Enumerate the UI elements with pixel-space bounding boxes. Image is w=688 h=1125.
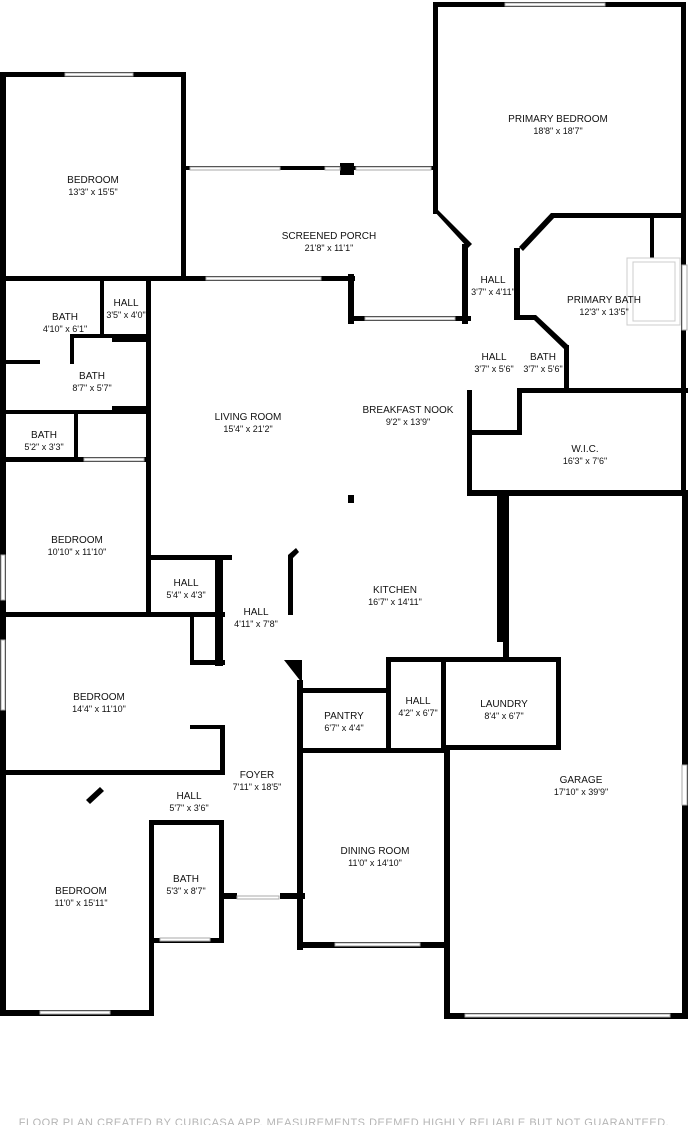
room-bath-4: BATH 5'2" x 3'3" xyxy=(24,430,63,452)
room-living-room: LIVING ROOM 15'4" x 21'2" xyxy=(215,412,282,434)
room-bath-2: BATH 8'7" x 5'7" xyxy=(72,371,111,393)
room-bedroom-1: BEDROOM 13'3" x 15'5" xyxy=(67,175,119,197)
room-dims: 6'7" x 4'4" xyxy=(324,723,363,733)
room-dims: 4'2" x 6'7" xyxy=(398,708,437,718)
room-dims: 5'3" x 8'7" xyxy=(166,886,205,896)
room-dims: 17'10" x 39'9" xyxy=(554,787,608,797)
room-hall-7: HALL 5'7" x 3'6" xyxy=(169,791,208,813)
room-name: BATH xyxy=(79,371,105,382)
room-name: BEDROOM xyxy=(51,535,103,546)
room-name: HALL xyxy=(480,275,505,286)
room-foyer: FOYER 7'11" x 18'5" xyxy=(233,770,282,792)
footer-disclaimer: FLOOR PLAN CREATED BY CUBICASA APP. MEAS… xyxy=(19,1117,669,1125)
room-dims: 9'2" x 13'9" xyxy=(386,417,430,427)
room-screened-porch: SCREENED PORCH 21'8" x 11'1" xyxy=(282,231,376,253)
room-name: BEDROOM xyxy=(67,175,119,186)
room-dims: 13'3" x 15'5" xyxy=(68,187,117,197)
room-dims: 16'7" x 14'11" xyxy=(368,597,422,607)
room-dims: 3'7" x 4'11" xyxy=(471,287,515,297)
room-hall-4: HALL 5'4" x 4'3" xyxy=(166,578,205,600)
room-bath-5: BATH 5'3" x 8'7" xyxy=(166,874,205,896)
room-dims: 8'4" x 6'7" xyxy=(484,711,523,721)
room-hall-6: HALL 4'2" x 6'7" xyxy=(398,696,437,718)
room-name: LAUNDRY xyxy=(480,699,528,710)
room-dims: 3'7" x 5'6" xyxy=(474,364,513,374)
room-hall-2: HALL 3'5" x 4'0" xyxy=(106,298,145,320)
room-dims: 8'7" x 5'7" xyxy=(72,383,111,393)
room-dims: 18'8" x 18'7" xyxy=(533,126,582,136)
room-pantry: PANTRY 6'7" x 4'4" xyxy=(324,711,364,733)
room-hall-5: HALL 4'11" x 7'8" xyxy=(234,607,278,629)
room-dims: 12'3" x 13'5" xyxy=(579,307,628,317)
room-name: PANTRY xyxy=(324,711,364,722)
room-name: BATH xyxy=(31,430,57,441)
room-name: HALL xyxy=(173,578,198,589)
room-dims: 4'11" x 7'8" xyxy=(234,619,278,629)
room-name: GARAGE xyxy=(560,775,603,786)
room-dims: 3'7" x 5'6" xyxy=(523,364,562,374)
room-hall-3: HALL 3'7" x 5'6" xyxy=(474,352,513,374)
room-hall-1: HALL 3'7" x 4'11" xyxy=(471,275,515,297)
room-dims: 11'0" x 14'10" xyxy=(348,858,402,868)
room-bath-3: BATH 3'7" x 5'6" xyxy=(523,352,562,374)
room-dims: 5'7" x 3'6" xyxy=(169,803,208,813)
room-name: DINING ROOM xyxy=(341,846,410,857)
room-dims: 15'4" x 21'2" xyxy=(223,424,272,434)
room-name: W.I.C. xyxy=(571,444,598,455)
room-name: HALL xyxy=(113,298,138,309)
room-dims: 16'3" x 7'6" xyxy=(563,456,607,466)
room-breakfast-nook: BREAKFAST NOOK 9'2" x 13'9" xyxy=(363,405,454,427)
room-dims: 3'5" x 4'0" xyxy=(106,310,145,320)
room-name: SCREENED PORCH xyxy=(282,231,376,242)
room-kitchen: KITCHEN 16'7" x 14'11" xyxy=(368,585,422,607)
room-bedroom-3: BEDROOM 14'4" x 11'10" xyxy=(72,692,126,714)
room-name: PRIMARY BEDROOM xyxy=(508,114,608,125)
room-dining-room: DINING ROOM 11'0" x 14'10" xyxy=(341,846,410,868)
room-dims: 4'10" x 6'1" xyxy=(43,324,87,334)
room-name: BATH xyxy=(530,352,556,363)
room-name: PRIMARY BATH xyxy=(567,295,641,306)
room-name: KITCHEN xyxy=(373,585,417,596)
room-primary-bedroom: PRIMARY BEDROOM 18'8" x 18'7" xyxy=(508,114,608,136)
room-name: HALL xyxy=(243,607,268,618)
room-name: HALL xyxy=(176,791,201,802)
walls xyxy=(0,2,688,1019)
room-bedroom-4: BEDROOM 11'0" x 15'11" xyxy=(54,886,107,908)
room-primary-bath: PRIMARY BATH 12'3" x 13'5" xyxy=(567,295,641,317)
room-bedroom-2: BEDROOM 10'10" x 11'10" xyxy=(48,535,107,557)
room-name: LIVING ROOM xyxy=(215,412,282,423)
room-dims: 7'11" x 18'5" xyxy=(233,782,282,792)
room-name: BATH xyxy=(52,312,78,323)
room-dims: 10'10" x 11'10" xyxy=(48,547,107,557)
room-bath-1: BATH 4'10" x 6'1" xyxy=(43,312,87,334)
room-name: HALL xyxy=(405,696,430,707)
room-dims: 5'2" x 3'3" xyxy=(24,442,63,452)
room-name: BATH xyxy=(173,874,199,885)
room-dims: 11'0" x 15'11" xyxy=(54,898,107,908)
room-dims: 14'4" x 11'10" xyxy=(72,704,126,714)
room-dims: 5'4" x 4'3" xyxy=(166,590,205,600)
room-dims: 21'8" x 11'1" xyxy=(305,243,354,253)
room-garage: GARAGE 17'10" x 39'9" xyxy=(554,775,608,797)
room-laundry: LAUNDRY 8'4" x 6'7" xyxy=(480,699,528,721)
room-name: BEDROOM xyxy=(55,886,107,897)
room-name: BEDROOM xyxy=(73,692,125,703)
room-wic: W.I.C. 16'3" x 7'6" xyxy=(563,444,607,466)
room-name: BREAKFAST NOOK xyxy=(363,405,454,416)
room-name: HALL xyxy=(481,352,506,363)
windows xyxy=(0,2,688,1018)
room-name: FOYER xyxy=(240,770,274,781)
